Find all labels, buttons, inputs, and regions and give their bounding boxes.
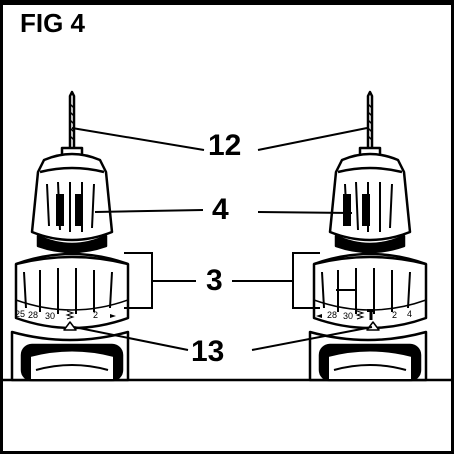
left-scale-arrowhead bbox=[110, 314, 116, 318]
leader-13-left bbox=[73, 326, 189, 351]
figure-title: FIG 4 bbox=[20, 8, 86, 38]
left-drill bbox=[10, 90, 130, 382]
leader-4-left bbox=[94, 209, 204, 213]
left-drill-bit bbox=[68, 90, 76, 152]
right-scale-28: 28 bbox=[327, 310, 337, 320]
leader-12-right bbox=[257, 127, 368, 151]
left-scale-28: 28 bbox=[28, 310, 38, 320]
callout-3: 3 bbox=[206, 264, 223, 297]
left-drill-mode-icon bbox=[65, 310, 75, 320]
leader-lines bbox=[71, 127, 373, 351]
left-indicator-arrow bbox=[63, 321, 77, 331]
left-chuck bbox=[30, 152, 114, 254]
callout-4: 4 bbox=[212, 193, 229, 226]
right-scale-arrowhead bbox=[316, 314, 322, 318]
right-scale-4: 4 bbox=[407, 309, 412, 319]
right-scale-30: 30 bbox=[343, 311, 353, 321]
leader-12-left bbox=[71, 127, 205, 151]
leader-4-right bbox=[257, 211, 353, 214]
right-drill-bit bbox=[366, 90, 374, 152]
left-scale-25: 25 bbox=[15, 309, 25, 319]
left-scale-2: 2 bbox=[93, 310, 98, 320]
leader-13-right bbox=[251, 326, 373, 351]
right-drill bbox=[308, 90, 428, 382]
right-chuck bbox=[328, 152, 412, 254]
right-scale-2: 2 bbox=[392, 310, 397, 320]
left-clutch-collar bbox=[14, 252, 130, 330]
callout-12: 12 bbox=[208, 129, 242, 162]
callout-13: 13 bbox=[191, 335, 225, 368]
left-scale-30: 30 bbox=[45, 311, 55, 321]
right-drill-mode-icon bbox=[355, 310, 365, 320]
right-screw-mode-icon bbox=[367, 309, 375, 320]
